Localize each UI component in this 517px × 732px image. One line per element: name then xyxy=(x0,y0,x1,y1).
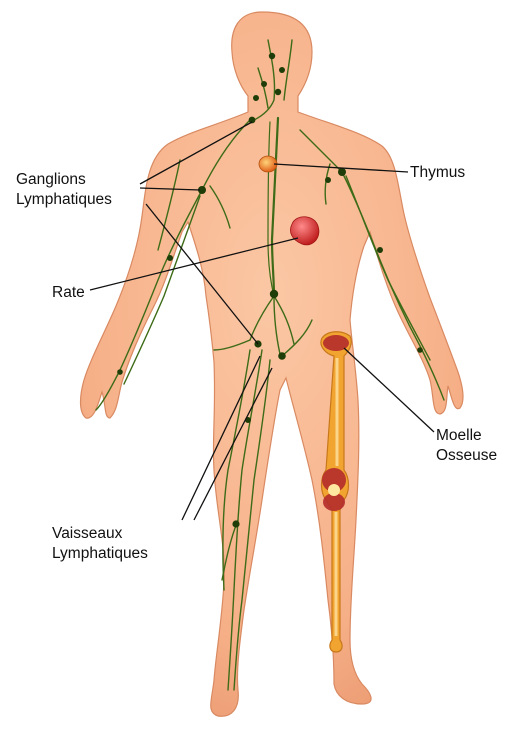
label-ganglions-line1: Ganglions xyxy=(16,170,112,190)
label-thymus: Thymus xyxy=(410,163,465,183)
label-ganglions-lymphatiques: Ganglions Lymphatiques xyxy=(16,170,112,210)
body-silhouette xyxy=(81,12,464,716)
label-vaisseaux-lymphatiques: Vaisseaux Lymphatiques xyxy=(52,524,148,564)
label-vaisseaux-line1: Vaisseaux xyxy=(52,524,148,544)
label-rate: Rate xyxy=(52,283,85,303)
label-moelle-line1: Moelle xyxy=(436,426,497,446)
label-moelle-line2: Osseuse xyxy=(436,446,497,466)
label-ganglions-line2: Lymphatiques xyxy=(16,190,112,210)
label-moelle-osseuse: Moelle Osseuse xyxy=(436,426,497,466)
label-vaisseaux-line2: Lymphatiques xyxy=(52,544,148,564)
